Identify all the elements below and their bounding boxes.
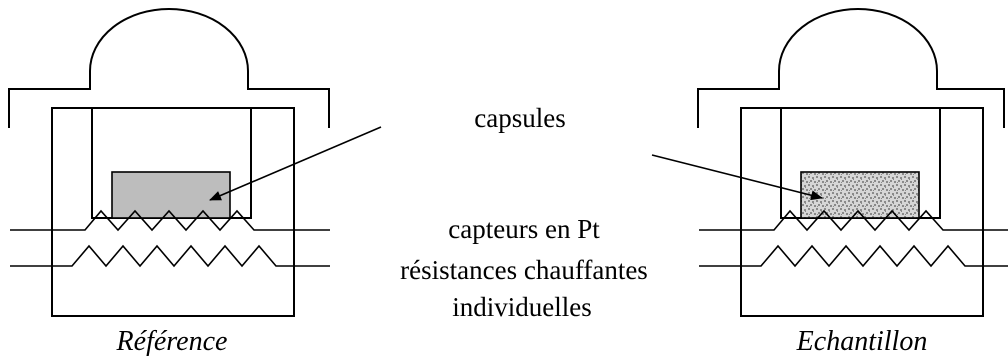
- sample-heater: [699, 244, 1008, 268]
- arrow-to-reference-capsule: [209, 126, 382, 201]
- reference-pt-sensor: [10, 209, 330, 232]
- reference-capsule: [111, 171, 231, 219]
- sample-cell: [697, 8, 1008, 317]
- sample-lid: [697, 8, 1005, 128]
- reference-caption: Référence: [116, 326, 228, 356]
- reference-lid: [8, 8, 330, 128]
- capsules-label: capsules: [474, 103, 565, 133]
- arrow-to-sample-capsule: [651, 154, 823, 201]
- heaters-label-line2: individuelles: [452, 292, 591, 322]
- sample-caption: Echantillon: [796, 326, 928, 356]
- pt-sensors-label: capteurs en Pt: [448, 214, 600, 244]
- reference-cell: [8, 8, 330, 317]
- reference-heater: [10, 244, 330, 268]
- reference-furnace-body: [51, 107, 295, 317]
- sample-furnace-body: [740, 107, 984, 317]
- sample-pt-sensor: [699, 209, 1008, 232]
- heaters-label-line1: résistances chauffantes: [400, 255, 648, 285]
- sample-capsule: [800, 171, 920, 219]
